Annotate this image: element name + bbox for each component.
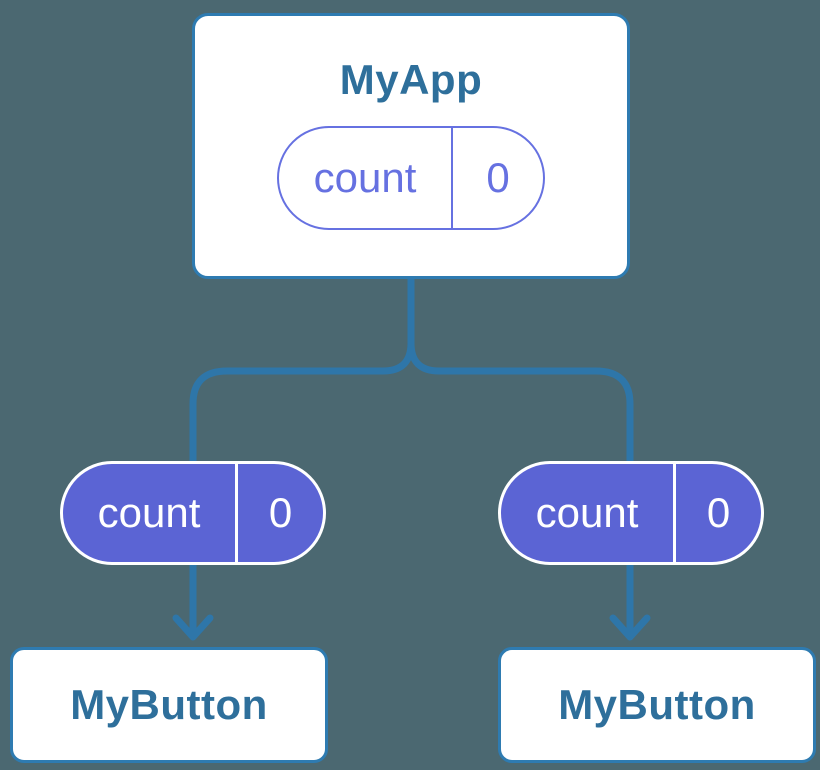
left-mybutton-card: MyButton	[10, 647, 328, 763]
left-prop-pill-value: 0	[268, 489, 293, 536]
left-branch-path	[189, 342, 415, 633]
right-mybutton-title: MyButton	[558, 681, 756, 728]
left-prop-pill-label: count	[97, 489, 201, 536]
pill-divider	[235, 464, 238, 562]
pill-divider	[673, 464, 676, 562]
left-prop-pill: count 0	[60, 461, 326, 565]
myapp-title: MyApp	[339, 56, 483, 103]
state-pill-value: 0	[486, 154, 510, 201]
state-pill-label: count	[313, 154, 417, 201]
right-prop-pill-value: 0	[706, 489, 731, 536]
right-prop-pill-label: count	[535, 489, 639, 536]
right-prop-pill: count 0	[498, 461, 764, 565]
right-branch-path	[407, 342, 634, 633]
right-mybutton-card: MyButton	[498, 647, 816, 763]
right-arrowhead-icon	[609, 614, 651, 641]
myapp-card: MyApp count 0	[192, 13, 630, 279]
myapp-state-pill: count 0	[277, 126, 545, 230]
left-mybutton-title: MyButton	[70, 681, 268, 728]
connector-lines	[172, 279, 651, 641]
pill-divider	[451, 128, 453, 228]
left-arrowhead-icon	[172, 614, 214, 641]
